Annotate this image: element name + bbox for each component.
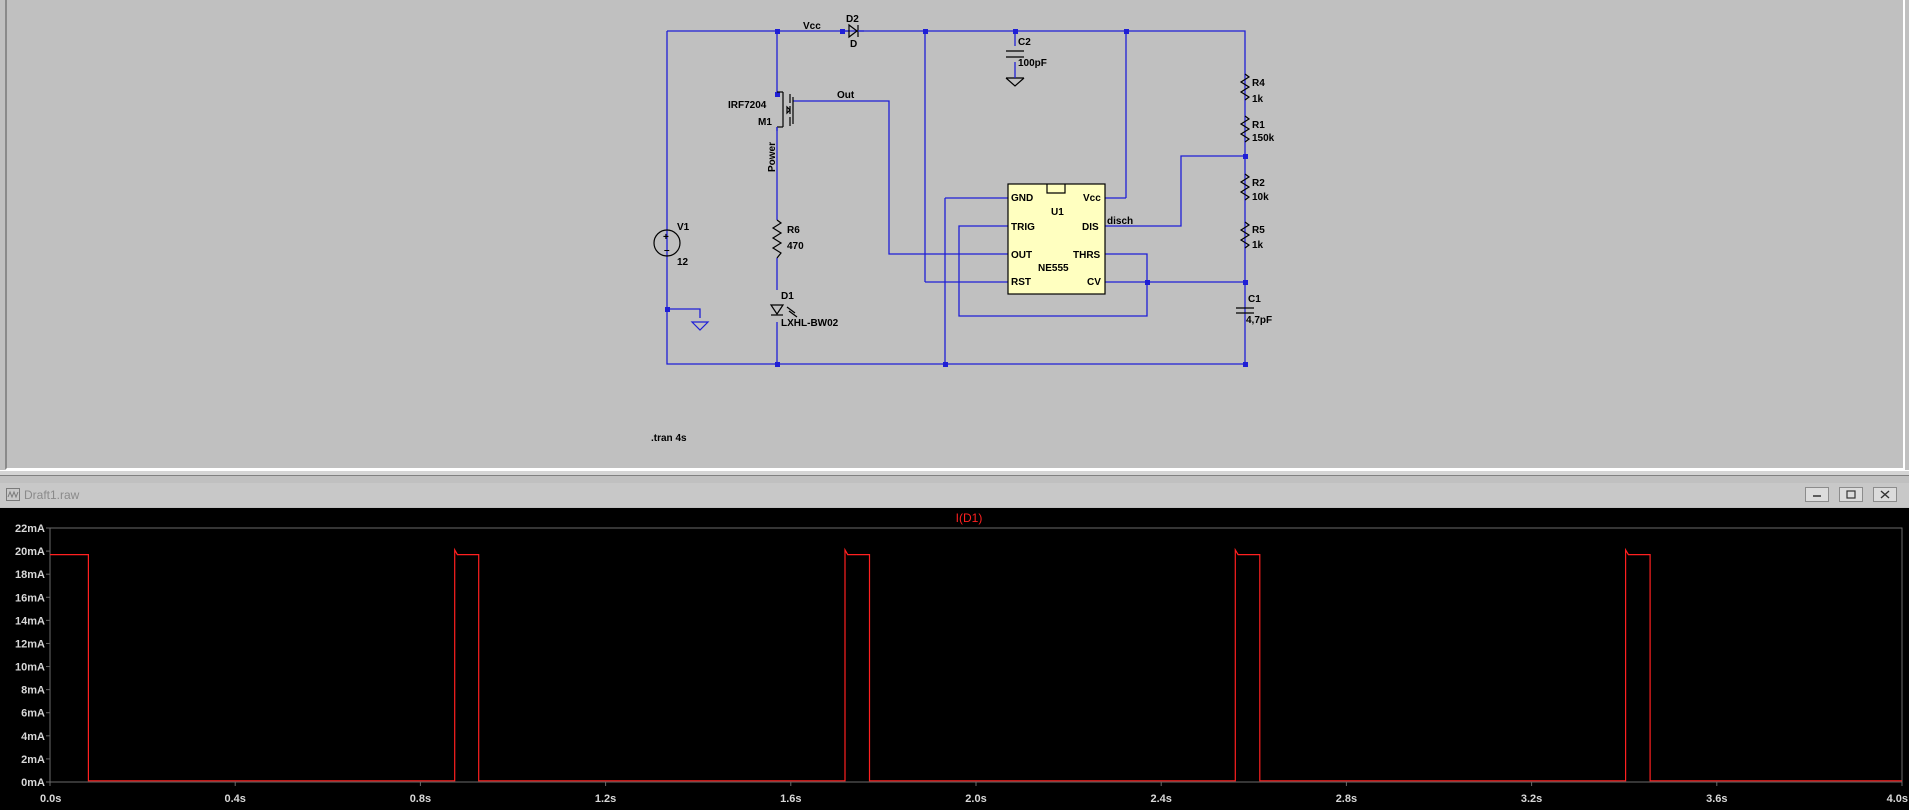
led-d1[interactable] xyxy=(769,304,798,318)
net-label-power: Power xyxy=(767,142,778,172)
resistor-r5[interactable] xyxy=(1239,221,1251,249)
y-tick-label: 6mA xyxy=(21,708,45,720)
r4-value: 1k xyxy=(1252,94,1264,105)
y-tick-label: 14mA xyxy=(15,615,45,627)
c2-value: 100pF xyxy=(1018,58,1047,69)
u1-value: NE555 xyxy=(1038,263,1069,274)
r5-name: R5 xyxy=(1252,225,1265,236)
y-axis-ticks: 0mA 2mA 4mA 6mA 8mA 10mA 12mA 14mA 16mA 18mA 20mA 2… xyxy=(15,523,50,789)
waveform-window-title: Draft1.raw xyxy=(24,488,80,502)
trace-label-i-d1[interactable]: I(D1) xyxy=(956,511,983,525)
u1-name: U1 xyxy=(1051,207,1064,218)
y-tick-label: 0mA xyxy=(21,777,45,789)
y-tick-label: 4mA xyxy=(21,731,45,743)
x-tick-label: 1.6s xyxy=(780,793,801,805)
x-tick-label: 2.0s xyxy=(965,793,986,805)
resistor-r2[interactable] xyxy=(1239,173,1251,201)
y-tick-label: 10mA xyxy=(15,662,45,674)
y-tick-label: 8mA xyxy=(21,685,45,697)
x-tick-label: 4.0s xyxy=(1887,793,1908,805)
pin-rst: RST xyxy=(1011,277,1031,288)
d2-value: D xyxy=(850,39,857,50)
x-tick-label: 0.4s xyxy=(224,793,245,805)
maximize-icon xyxy=(1846,490,1856,499)
capacitor-c1[interactable] xyxy=(1236,307,1254,314)
pin-gnd: GND xyxy=(1011,193,1033,204)
net-label-vcc: Vcc xyxy=(803,21,821,32)
x-tick-label: 0.0s xyxy=(40,793,61,805)
wires[interactable] xyxy=(666,30,1246,365)
pin-out: OUT xyxy=(1011,250,1032,261)
v1-name: V1 xyxy=(677,222,690,233)
waveform-plot[interactable]: I(D1) 0mA 2mA 4mA 6mA 8mA 10mA 12mA 14mA 16mA 18m… xyxy=(0,508,1909,810)
pin-thrs: THRS xyxy=(1073,250,1101,261)
close-button[interactable] xyxy=(1873,487,1897,502)
m1-value: IRF7204 xyxy=(728,100,767,111)
pin-cv: CV xyxy=(1087,277,1101,288)
waveform-titlebar[interactable]: Draft1.raw xyxy=(0,483,1909,507)
pin-trig: TRIG xyxy=(1011,222,1035,233)
x-tick-label: 3.2s xyxy=(1521,793,1542,805)
d2-name: D2 xyxy=(846,14,859,25)
r2-value: 10k xyxy=(1252,192,1269,203)
spice-directive[interactable]: .tran 4s xyxy=(651,433,687,444)
x-tick-label: 1.2s xyxy=(595,793,616,805)
net-label-out: Out xyxy=(837,90,855,101)
y-tick-label: 2mA xyxy=(21,754,45,766)
x-axis-ticks: 0.0s 0.4s 0.8s 1.2s 1.6s 2.0s 2.4s 2.8s 3.2s 3.6s… xyxy=(40,782,1908,805)
pin-dis: DIS xyxy=(1082,222,1099,233)
schematic-frame xyxy=(5,0,1905,470)
r1-value: 150k xyxy=(1252,133,1275,144)
y-tick-label: 20mA xyxy=(15,546,45,558)
r4-name: R4 xyxy=(1252,78,1265,89)
svg-text:–: – xyxy=(664,245,670,256)
r2-name: R2 xyxy=(1252,178,1265,189)
net-label-disch: disch xyxy=(1107,216,1133,227)
resistor-r1[interactable] xyxy=(1239,115,1251,143)
r1-name: R1 xyxy=(1252,120,1265,131)
mosfet-m1[interactable] xyxy=(776,91,794,131)
d1-value: LXHL-BW02 xyxy=(781,318,839,329)
minimize-icon xyxy=(1813,495,1821,497)
x-tick-label: 2.4s xyxy=(1150,793,1171,805)
ic-u1-ne555[interactable] xyxy=(1007,183,1106,295)
y-tick-label: 18mA xyxy=(15,569,45,581)
minimize-button[interactable] xyxy=(1805,487,1829,502)
close-icon xyxy=(1880,490,1890,499)
c1-name: C1 xyxy=(1248,294,1261,305)
v1-value: 12 xyxy=(677,257,689,268)
diode-d2[interactable] xyxy=(843,23,864,39)
r6-value: 470 xyxy=(787,241,804,252)
y-tick-label: 16mA xyxy=(15,592,45,604)
pane-splitter[interactable] xyxy=(0,470,1909,476)
svg-text:+: + xyxy=(663,232,669,243)
plot-frame xyxy=(49,527,1903,783)
capacitor-c2[interactable] xyxy=(1005,50,1025,87)
m1-name: M1 xyxy=(758,117,772,128)
r6-name: R6 xyxy=(787,225,800,236)
schematic-canvas[interactable]: D2 D Vcc C2 100pF IRF7204 M1 Out Power xyxy=(0,0,1909,470)
maximize-button[interactable] xyxy=(1839,487,1863,502)
waveform-app-icon xyxy=(6,488,20,501)
ground-symbol xyxy=(690,321,710,331)
r5-value: 1k xyxy=(1252,240,1264,251)
waveform-chart[interactable]: I(D1) 0mA 2mA 4mA 6mA 8mA 10mA 12mA 14mA 16mA 18m… xyxy=(0,508,1909,810)
d1-name: D1 xyxy=(781,291,794,302)
c2-name: C2 xyxy=(1018,37,1031,48)
x-tick-label: 0.8s xyxy=(410,793,431,805)
resistor-r4[interactable] xyxy=(1239,73,1251,101)
voltage-source-v1[interactable]: + – xyxy=(653,229,681,257)
junction-dots xyxy=(665,29,1248,367)
x-tick-label: 3.6s xyxy=(1706,793,1727,805)
y-tick-label: 22mA xyxy=(15,523,45,535)
pin-vcc: Vcc xyxy=(1083,193,1101,204)
plot-grid xyxy=(49,527,1903,783)
schematic-editor[interactable]: D2 D Vcc C2 100pF IRF7204 M1 Out Power xyxy=(0,0,1909,473)
trace-i-d1[interactable] xyxy=(50,547,1902,782)
y-tick-label: 12mA xyxy=(15,638,45,650)
resistor-r6[interactable] xyxy=(771,219,783,259)
x-tick-label: 2.8s xyxy=(1336,793,1357,805)
c1-value: 4,7pF xyxy=(1246,315,1272,326)
